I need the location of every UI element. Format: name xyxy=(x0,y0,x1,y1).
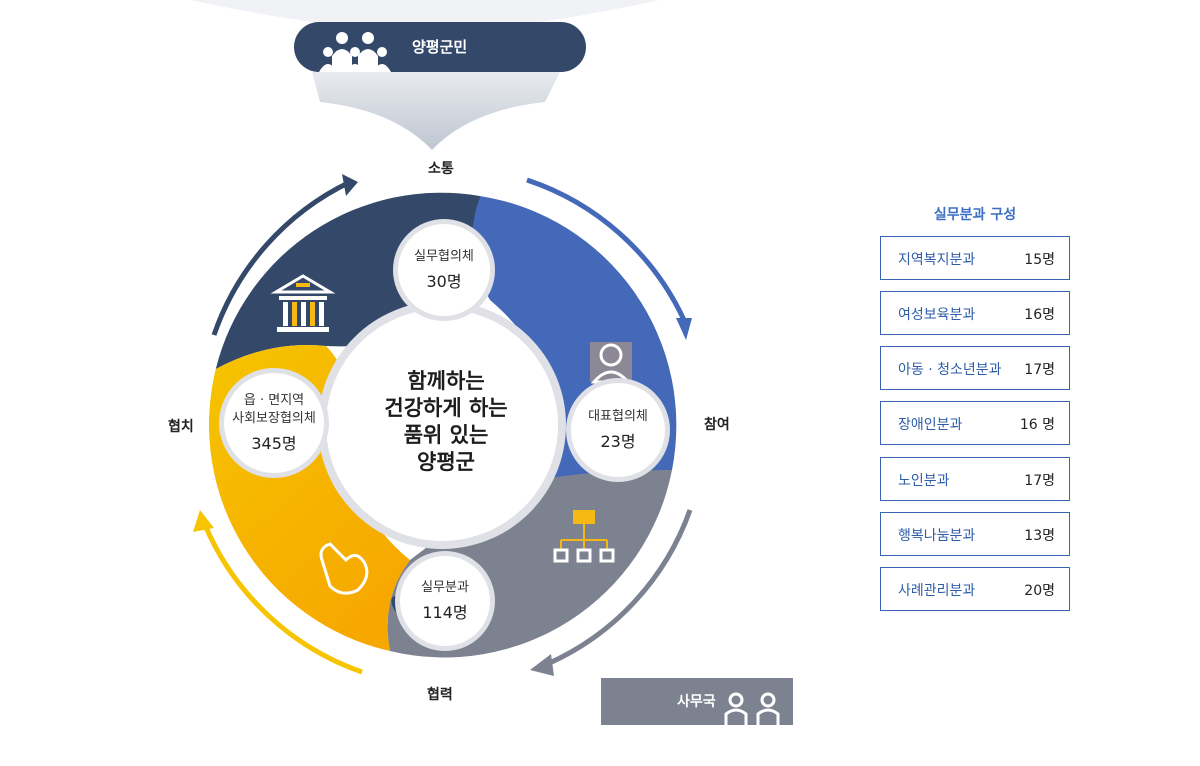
subcommittee-count: 17명 xyxy=(1024,473,1055,489)
subcommittee-panel-title: 실무분과 구성 xyxy=(933,207,1017,223)
subcommittee-item: 여성보육분과 16명 xyxy=(880,291,1070,335)
node-title: 실무분과 xyxy=(421,580,469,595)
subcommittee-name: 여성보육분과 xyxy=(898,307,976,323)
stage-cooperation: 협치 xyxy=(168,419,194,435)
people-group-icon xyxy=(319,32,391,72)
cycle-diagram: 양평군민 소통 참여 협력 협치 함께하는 건강하게 하는 품위 있는 양평군 … xyxy=(168,0,793,725)
slogan-line: 함께하는 xyxy=(407,369,485,393)
subcommittee-item: 노인분과 17명 xyxy=(880,457,1070,501)
arrow-head-gray xyxy=(530,654,554,676)
subcommittee-count: 13명 xyxy=(1024,528,1055,544)
subcommittee-item: 아동 · 청소년분과 17명 xyxy=(880,346,1070,390)
arrow-participation-to-collaboration xyxy=(544,509,693,668)
funnel-arrow xyxy=(312,72,560,150)
subcommittee-name: 사례관리분과 xyxy=(898,583,976,599)
subcommittee-count: 20명 xyxy=(1024,583,1055,599)
citizens-label: 양평군민 xyxy=(412,38,468,56)
slogan-line: 건강하게 하는 xyxy=(384,396,508,420)
slogan-line: 품위 있는 xyxy=(403,423,489,447)
center-slogan: 함께하는 건강하게 하는 품위 있는 양평군 xyxy=(356,368,536,476)
subcommittee-name: 행복나눔분과 xyxy=(898,528,976,544)
subcommittee-item: 행복나눔분과 13명 xyxy=(880,512,1070,556)
subcommittee-name: 아동 · 청소년분과 xyxy=(898,362,1002,378)
node-title-line: 사회보장협의체 xyxy=(232,411,316,426)
subcommittee-name: 지역복지분과 xyxy=(898,252,976,268)
node-working-subcommittee: 실무분과 114명 xyxy=(400,556,490,646)
secretariat-box: 사무국 xyxy=(601,678,793,725)
top-glow xyxy=(190,0,660,32)
subcommittee-item: 사례관리분과 20명 xyxy=(880,567,1070,611)
subcommittee-name: 노인분과 xyxy=(898,473,950,489)
subcommittee-item: 장애인분과 16 명 xyxy=(880,401,1070,445)
subcommittee-item: 지역복지분과 15명 xyxy=(880,236,1070,280)
building-icon xyxy=(270,274,336,332)
node-value: 114명 xyxy=(422,603,468,622)
two-people-icon xyxy=(724,692,780,725)
stage-communication: 소통 xyxy=(428,161,454,177)
node-title-line: 읍 · 면지역 xyxy=(243,393,305,408)
node-title: 실무협의체 xyxy=(414,249,474,264)
org-chart-icon xyxy=(553,510,615,563)
citizens-banner: 양평군민 xyxy=(294,22,586,72)
node-title: 대표협의체 xyxy=(588,409,648,424)
subcommittee-count: 16명 xyxy=(1024,307,1055,323)
arrow-cooperation-to-communication xyxy=(211,179,352,336)
arrow-head-blue xyxy=(676,318,692,340)
node-value: 23명 xyxy=(600,432,636,451)
stage-participation: 참여 xyxy=(704,417,730,433)
center-disc xyxy=(326,309,558,541)
subcommittee-count: 16 명 xyxy=(1019,417,1055,433)
arrow-head-yellow xyxy=(193,510,214,532)
arrow-head-navy xyxy=(342,174,358,196)
subcommittee-count: 17명 xyxy=(1024,362,1055,378)
node-representative-council: 대표협의체 23명 xyxy=(571,383,665,477)
node-working-council: 실무협의체 30명 xyxy=(398,224,490,316)
arrow-communication-to-participation xyxy=(526,177,687,322)
stage-collaboration: 협력 xyxy=(427,687,453,703)
slogan-line: 양평군 xyxy=(417,450,475,474)
node-value: 345명 xyxy=(251,434,297,453)
secretariat-label: 사무국 xyxy=(677,694,716,710)
arrow-collaboration-to-cooperation xyxy=(202,524,363,675)
node-value: 30명 xyxy=(426,272,462,291)
person-icon xyxy=(590,342,632,384)
subcommittee-name: 장애인분과 xyxy=(898,417,963,433)
node-local-council: 읍 · 면지역 사회보장협의체 345명 xyxy=(224,373,324,473)
subcommittee-count: 15명 xyxy=(1024,252,1055,268)
